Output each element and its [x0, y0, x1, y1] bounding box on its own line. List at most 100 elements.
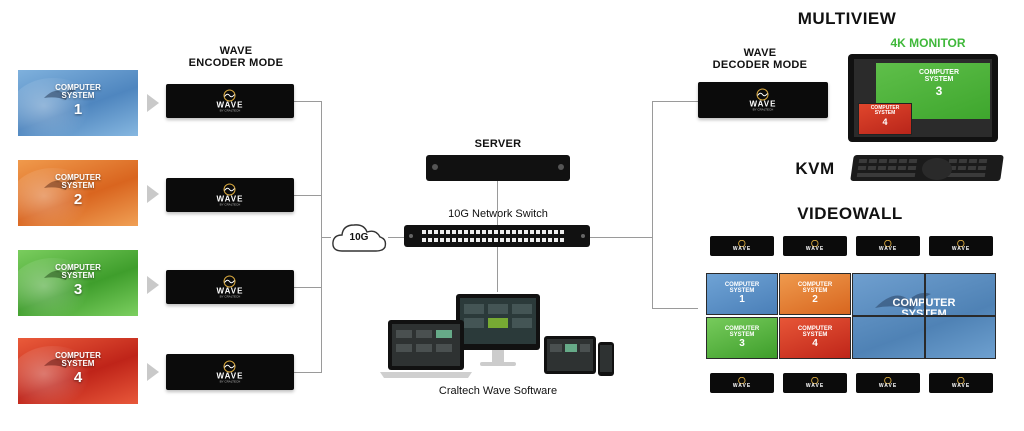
- videowall-cell-number: 1: [739, 293, 745, 305]
- wave-logo-icon: [224, 360, 236, 373]
- wave-decoder: WAVE BY CRALTECH: [698, 82, 828, 118]
- wave-logo-icon: [957, 240, 965, 247]
- wire: [497, 181, 498, 225]
- arrow-right-icon: [147, 276, 159, 294]
- wave-logo-sub: BY CRALTECH: [219, 202, 241, 207]
- wave-decoder-mini: WAVE: [710, 373, 774, 393]
- wire: [497, 247, 498, 292]
- switch-heading: 10G Network Switch: [448, 208, 548, 220]
- wave-decoder-mini: WAVE: [856, 236, 920, 256]
- wave-logo-icon: [957, 377, 965, 384]
- network-switch: [404, 225, 590, 247]
- wire: [294, 101, 321, 102]
- wave-encoder-1: WAVE BY CRALTECH: [166, 84, 294, 118]
- wave-decoder-mini: WAVE: [783, 236, 847, 256]
- tile-label: COMPUTER SYSTEM: [55, 83, 101, 101]
- wave-decoder-mini: WAVE: [929, 373, 993, 393]
- wave-logo-text: WAVE: [951, 383, 971, 389]
- wave-logo-icon: [811, 240, 819, 247]
- wave-logo-icon: [224, 89, 236, 102]
- wave-logo-icon: [224, 275, 236, 288]
- tile-number: 3: [73, 280, 83, 298]
- bird-icon: [875, 292, 931, 310]
- wave-logo-icon: [757, 88, 769, 101]
- wave-encoder-4: WAVE BY CRALTECH: [166, 354, 294, 390]
- wire: [388, 237, 404, 238]
- kvm-heading: KVM: [795, 159, 835, 178]
- arrow-right-icon: [147, 185, 159, 203]
- videowall-heading: VIDEOWALL: [797, 204, 903, 223]
- wire: [652, 101, 698, 102]
- server-heading: SERVER: [474, 138, 522, 150]
- wave-logo-text: WAVE: [878, 383, 898, 389]
- wave-logo-text: WAVE: [749, 99, 777, 109]
- wave-logo-text: WAVE: [216, 286, 244, 296]
- bird-icon: [44, 179, 76, 190]
- wire: [294, 287, 321, 288]
- wave-logo-icon: [738, 240, 746, 247]
- wave-logo-text: WAVE: [216, 100, 244, 110]
- tile-number: 4: [73, 368, 83, 386]
- tile-number: 1: [73, 100, 83, 118]
- wire: [321, 237, 331, 238]
- videowall-bezel: [852, 315, 996, 317]
- monitor-main-label: COMPUTER SYSTEM: [918, 69, 960, 84]
- wave-logo-icon: [224, 183, 236, 196]
- tile-number: 2: [73, 190, 83, 208]
- wire: [652, 101, 653, 309]
- software-caption: Craltech Wave Software: [438, 385, 558, 397]
- monitor-main-number: 3: [935, 83, 943, 98]
- monitor-inset-view: [858, 103, 912, 135]
- wire: [590, 237, 652, 238]
- wave-logo-icon: [884, 377, 892, 384]
- wave-logo-text: WAVE: [805, 383, 825, 389]
- cloud-icon: [332, 224, 387, 252]
- bird-icon: [44, 357, 76, 368]
- wave-logo-text: WAVE: [216, 194, 244, 204]
- videowall-cell-label: COMPUTER SYSTEM: [797, 282, 833, 295]
- cloud-label: 10G: [349, 232, 369, 243]
- monitor-inset-label: COMPUTER SYSTEM: [870, 105, 900, 117]
- mouse-icon: [922, 158, 952, 180]
- wave-decoder-mini: WAVE: [710, 236, 774, 256]
- encoder-mode-heading: WAVE ENCODER MODE: [188, 45, 284, 69]
- wave-logo-text: WAVE: [732, 383, 752, 389]
- wave-logo-sub: BY CRALTECH: [752, 107, 774, 112]
- multiview-heading: MULTIVIEW: [797, 9, 897, 28]
- wire: [294, 372, 321, 373]
- tile-label: COMPUTER SYSTEM: [55, 173, 101, 191]
- tile-label: COMPUTER SYSTEM: [55, 263, 101, 281]
- videowall-cell-number: 2: [812, 293, 818, 305]
- wave-logo-text: WAVE: [878, 246, 898, 252]
- screw-icon: [558, 164, 564, 170]
- wire: [652, 308, 698, 309]
- wave-logo-sub: BY CRALTECH: [219, 379, 241, 384]
- bird-icon: [44, 269, 76, 280]
- tile-label: COMPUTER SYSTEM: [55, 351, 101, 369]
- decoder-mode-heading: WAVE DECODER MODE: [712, 47, 808, 71]
- wave-logo-text: WAVE: [216, 371, 244, 381]
- keyboard-icon: [850, 155, 1004, 181]
- wave-logo-icon: [811, 377, 819, 384]
- wave-encoder-2: WAVE BY CRALTECH: [166, 178, 294, 212]
- server-rack: [426, 155, 570, 181]
- videowall-cell-number: 3: [739, 337, 745, 349]
- screw-icon: [432, 164, 438, 170]
- videowall-cell-label: COMPUTER SYSTEM: [797, 326, 833, 339]
- 4k-monitor-heading: 4K MONITOR: [890, 36, 966, 50]
- switch-ports-icon: [409, 230, 585, 242]
- videowall-cell-number: 4: [812, 337, 818, 349]
- wave-decoder-mini: WAVE: [856, 373, 920, 393]
- wave-logo-text: WAVE: [732, 246, 752, 252]
- wave-logo-sub: BY CRALTECH: [219, 294, 241, 299]
- wave-decoder-mini: WAVE: [783, 373, 847, 393]
